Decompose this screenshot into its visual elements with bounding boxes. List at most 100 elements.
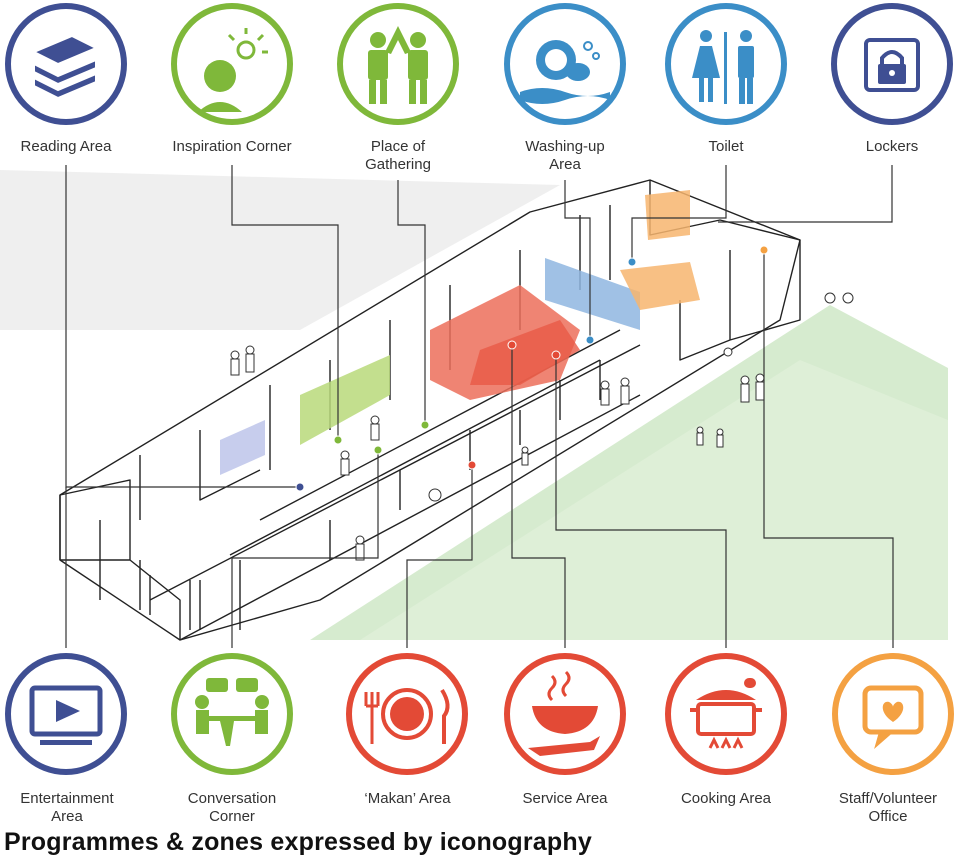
water-wave — [520, 88, 610, 104]
figure-body — [696, 432, 704, 446]
sponge — [566, 63, 590, 81]
person-left-head — [195, 695, 209, 709]
leader-place-of-gathering — [397, 180, 426, 425]
zone-lockers-peach — [645, 190, 690, 240]
woman-leg — [708, 78, 713, 102]
message-bubble — [862, 685, 924, 735]
books-icon-ring — [5, 3, 127, 125]
figure-head — [740, 375, 750, 385]
figure-head — [600, 380, 610, 390]
dot-toilet — [627, 257, 637, 267]
plate-cutlery-icon — [346, 653, 468, 775]
green-lawn-light — [360, 360, 948, 640]
person-shoulders — [198, 102, 242, 112]
background-wash — [0, 170, 948, 640]
figure-head — [230, 350, 240, 360]
tv-play-icon — [5, 653, 127, 775]
woman-body — [692, 46, 720, 78]
steam — [547, 670, 571, 702]
pot-body — [696, 702, 756, 736]
padlock-icon — [831, 3, 953, 125]
balloon — [723, 347, 733, 357]
knife — [440, 688, 450, 744]
label-staff-volunteer-office: Staff/Volunteer Office — [838, 790, 938, 825]
toilet-icon — [665, 3, 787, 125]
figure-head — [521, 446, 529, 454]
conversation-table-icon-ring — [171, 653, 293, 775]
building-columns — [139, 360, 601, 630]
figure-body — [740, 383, 750, 403]
book-top — [31, 34, 99, 66]
dot-reading — [295, 482, 305, 492]
serving-bowl-icon — [504, 653, 626, 775]
grey-sky-wash — [0, 170, 560, 330]
label-entertainment-area: Entertainment Area — [20, 790, 114, 825]
man-leg — [739, 78, 745, 104]
dot-makan — [467, 460, 477, 470]
dish-washing-icon — [504, 3, 626, 125]
cooking-pot-icon — [665, 653, 787, 775]
label-reading-area: Reading Area — [20, 138, 112, 155]
figure-head — [696, 426, 704, 434]
plate-inner — [545, 49, 567, 71]
bubble — [583, 41, 593, 51]
person-right-leg — [420, 80, 427, 104]
lightbulb-person-icon-ring — [171, 3, 293, 125]
leader-service — [511, 345, 566, 648]
speech-bubble-left — [206, 678, 228, 692]
figure-body — [245, 353, 255, 373]
figure-head — [340, 450, 350, 460]
serving-hand — [528, 736, 600, 756]
book-middle — [33, 58, 97, 86]
books-icon — [5, 3, 127, 125]
person-left-leg — [369, 80, 376, 104]
leader-conversation — [231, 450, 379, 648]
dot-inspiration — [333, 435, 343, 445]
divider — [724, 32, 727, 104]
lightbulb — [236, 40, 256, 60]
book-bottom — [33, 72, 97, 100]
woman-leg — [699, 78, 704, 102]
plate — [381, 688, 433, 740]
plate-center — [390, 697, 424, 731]
figure-body — [370, 423, 380, 441]
leader-toilet — [631, 165, 727, 262]
zone-toilet-peach — [620, 262, 700, 310]
person-right-body — [408, 50, 428, 80]
leader-inspiration-corner — [231, 165, 339, 440]
figure-body — [716, 434, 724, 448]
play-triangle — [56, 700, 80, 722]
zone-reading-lavender — [220, 420, 265, 475]
label-lockers: Lockers — [865, 138, 919, 155]
conversation-table-icon — [171, 653, 293, 775]
person-right-body — [255, 710, 268, 734]
leader-makan — [406, 465, 473, 648]
figure-body — [620, 385, 630, 405]
high-five-icon-ring — [337, 3, 459, 125]
figure-head — [755, 373, 765, 383]
person-left-body — [196, 710, 209, 734]
fork — [364, 692, 380, 744]
lightbulb-rays — [227, 28, 268, 54]
person-head — [204, 60, 236, 92]
figure-body — [755, 381, 765, 401]
tv-stand — [40, 740, 92, 745]
leader-lines — [65, 165, 894, 648]
message-tail — [874, 731, 893, 749]
label-inspiration-corner: Inspiration Corner — [172, 138, 292, 155]
person-right-head — [255, 695, 269, 709]
leader-washing-up — [564, 180, 591, 340]
dot-cooking — [551, 350, 561, 360]
bubble — [592, 52, 600, 60]
label-washing-up-area: Washing-up Area — [525, 138, 605, 173]
padlock-keyhole — [889, 70, 895, 76]
woman-head — [700, 30, 712, 42]
label-toilet: Toilet — [708, 138, 744, 155]
zone-washing-blue — [545, 258, 640, 330]
heart-message-icon — [832, 653, 954, 775]
padlock-shackle — [880, 50, 904, 66]
zone-service-salmon — [470, 320, 580, 385]
leader-staff-office — [763, 250, 894, 648]
figure-body — [340, 458, 350, 476]
